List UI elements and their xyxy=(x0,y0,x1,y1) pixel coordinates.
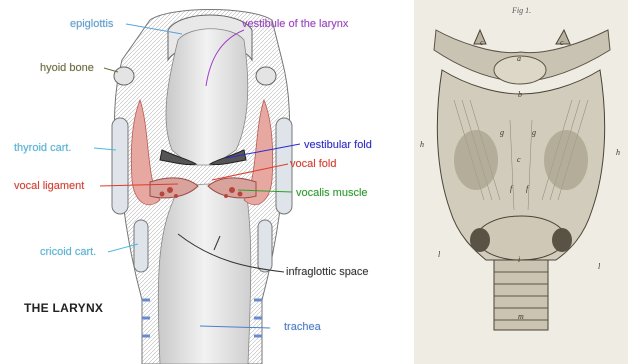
thyroid-cartilage-left xyxy=(112,118,128,214)
plate-letter-6: h xyxy=(420,140,424,149)
cricoid-cartilage-left xyxy=(134,220,148,272)
label-cricoid-cart: cricoid cart. xyxy=(40,246,96,258)
plate-letter-9: f xyxy=(510,184,512,193)
hyoid-left xyxy=(114,67,134,85)
plate-letter-13: l xyxy=(598,262,600,271)
hyoid-right xyxy=(256,67,276,85)
label-infraglottic-space: infraglottic space xyxy=(286,266,369,278)
larynx-engraving xyxy=(414,0,628,364)
trachea-lumen xyxy=(158,184,250,364)
plate-letter-7: h xyxy=(616,148,620,157)
plate-letter-12: i xyxy=(518,255,520,264)
label-vocalis-muscle: vocalis muscle xyxy=(296,187,368,199)
airway-lumen xyxy=(166,29,248,165)
label-epiglottis: epiglottis xyxy=(70,18,113,30)
plate-letter-8: c xyxy=(517,155,521,164)
plate-letter-11: l xyxy=(438,250,440,259)
label-vestibular-fold: vestibular fold xyxy=(304,139,372,151)
label-trachea: trachea xyxy=(284,321,321,333)
plate-letter-3: b xyxy=(518,90,522,99)
plate-letter-0: c xyxy=(480,38,484,47)
figure-title: THE LARYNX xyxy=(24,301,103,315)
engraving-plate: Fig 1. c c a b g g h h c f f l i l m xyxy=(414,0,628,364)
plate-letter-5: g xyxy=(532,128,536,137)
plate-letter-10: f xyxy=(526,184,528,193)
plate-letter-14: m xyxy=(518,312,524,321)
plate-letter-1: c xyxy=(560,38,564,47)
label-thyroid-cart: thyroid cart. xyxy=(14,142,71,154)
label-vestibule: vestibule of the larynx xyxy=(242,18,348,30)
label-hyoid-bone: hyoid bone xyxy=(40,62,94,74)
label-vocal-fold: vocal fold xyxy=(290,158,336,170)
cricoid-cartilage-right xyxy=(258,220,272,272)
plate-letter-2: a xyxy=(517,54,521,63)
label-vocal-ligament: vocal ligament xyxy=(14,180,84,192)
plate-letter-4: g xyxy=(500,128,504,137)
fig-label: Fig 1. xyxy=(512,6,531,15)
